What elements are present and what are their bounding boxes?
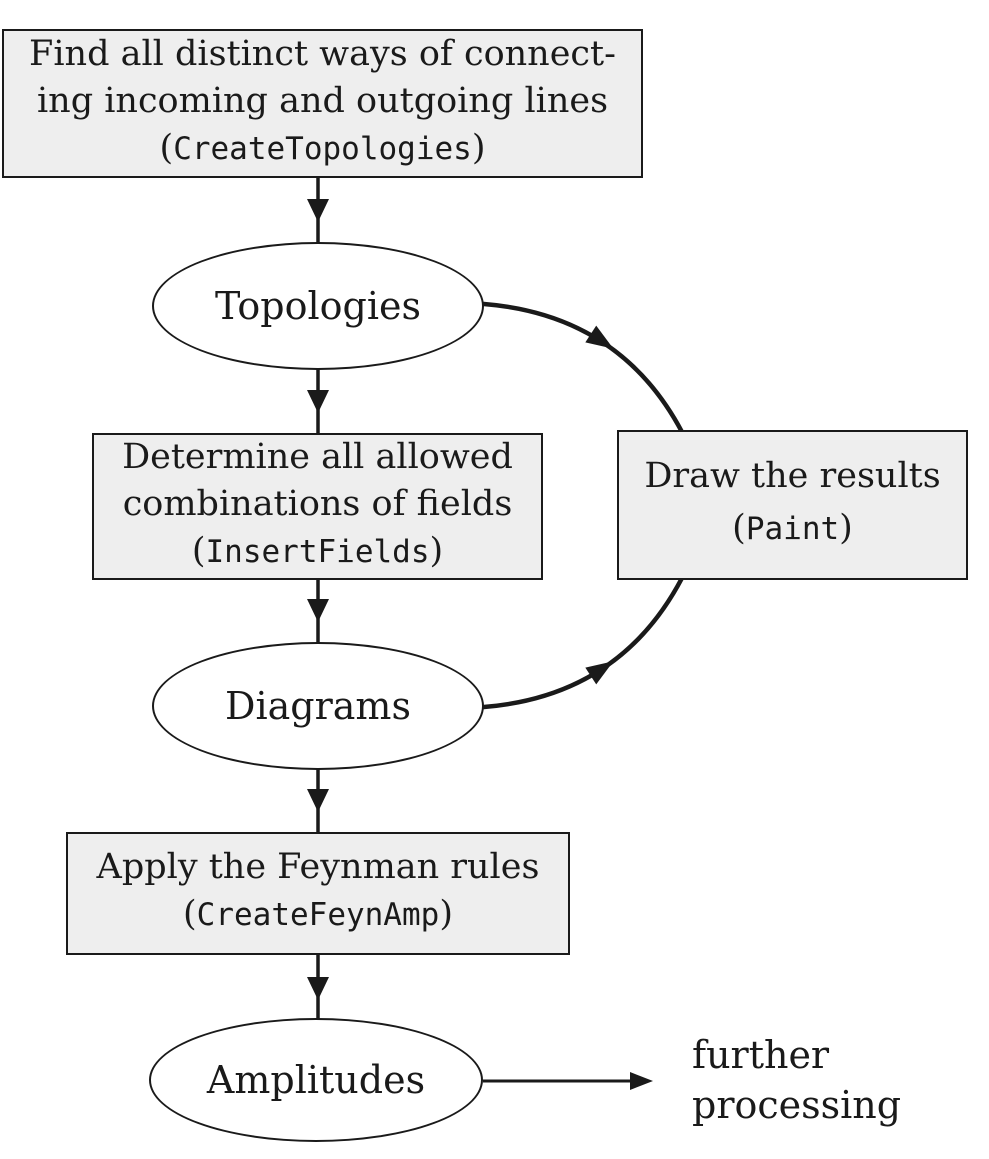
data-node-label: Diagrams [225,684,411,728]
step-paint: Draw the results (Paint) [617,430,968,580]
arrowhead-down-icon [307,599,329,622]
arrowhead-down-icon [307,199,329,222]
open-paren: ( [191,530,206,571]
step-function-name: (CreateFeynAmp) [183,891,453,943]
function-code: CreateTopologies [173,130,472,167]
step-text-line: Draw the results [644,456,941,496]
step-text-line: ing incoming and outgoing lines [36,80,609,121]
further-processing-line: further [692,1033,830,1077]
arrowhead-curve-icon [585,661,614,685]
step-text-line: Apply the Feynman rules [96,847,540,887]
function-code: CreateFeynAmp [196,897,440,933]
edge-diagrams-to-paint [481,575,685,710]
step-text-line: Determine all allowed [122,436,513,477]
further-processing-line: processing [692,1083,902,1127]
open-paren: ( [159,127,174,168]
arrowhead-down-icon [307,977,329,1000]
function-code: InsertFields [205,533,430,570]
close-paren: ) [429,530,444,571]
step-text-line: Find all distinct ways of connect- [29,33,616,74]
data-node-label: Amplitudes [206,1058,426,1102]
data-node-diagrams: Diagrams [152,642,484,770]
edge-topologies-to-paint [481,301,685,435]
close-paren: ) [839,508,853,548]
step-insert-fields: Determine all allowed combinations of fi… [92,433,543,580]
step-text-line: combinations of fields [122,483,513,524]
open-paren: ( [183,894,197,934]
arrowhead-down-icon [307,390,329,413]
arrowhead-down-icon [307,789,329,812]
step-create-feyn-amp: Apply the Feynman rules (CreateFeynAmp) [66,832,570,955]
step-function-name: (Paint) [732,502,853,560]
close-paren: ) [471,127,486,168]
data-node-topologies: Topologies [152,242,484,370]
open-paren: ( [732,508,746,548]
function-code: Paint [745,511,840,547]
step-function-name: (InsertFields) [192,528,443,580]
step-function-name: (CreateTopologies) [160,125,486,177]
arrowhead-curve-icon [585,325,614,349]
data-node-amplitudes: Amplitudes [149,1018,483,1142]
step-create-topologies: Find all distinct ways of connect- ing i… [2,29,643,178]
data-node-label: Topologies [215,284,421,328]
further-processing-label: further processing [692,1030,901,1130]
close-paren: ) [439,894,453,934]
arrowhead-right-icon [630,1072,653,1090]
